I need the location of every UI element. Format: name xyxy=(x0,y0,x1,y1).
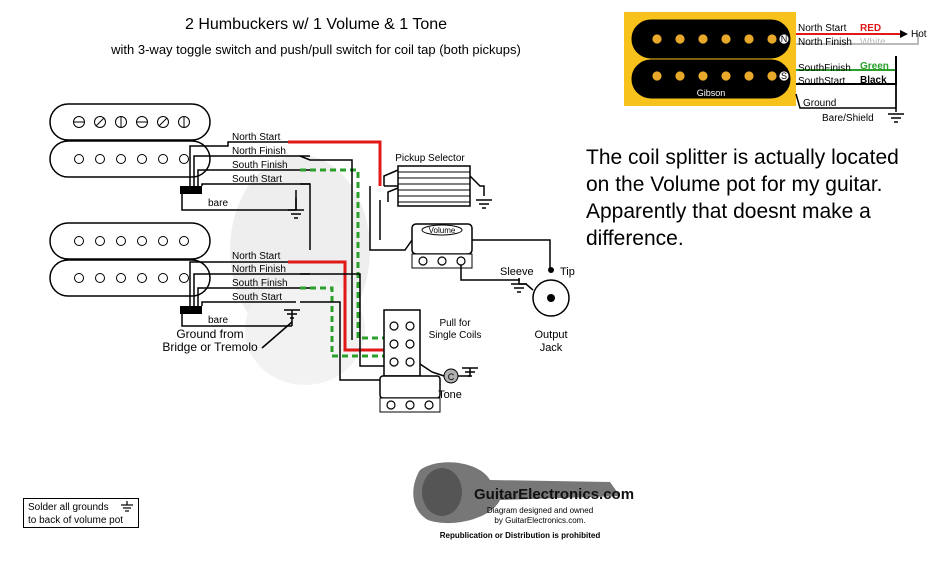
jack-label: Jack xyxy=(540,342,563,354)
legend-row-label: SouthStart xyxy=(798,76,845,87)
legend-color-name: Black xyxy=(860,75,887,86)
bridge-wire-label: South Finish xyxy=(232,278,288,289)
ground-icon xyxy=(462,367,478,377)
coil-tap-wires xyxy=(300,168,392,358)
diagram-title: 2 Humbuckers w/ 1 Volume & 1 Tone xyxy=(185,16,447,33)
ground-icon xyxy=(288,198,304,219)
bridge-wire-label: North Start xyxy=(232,251,281,262)
bridge-pickup-top-coil xyxy=(49,222,211,260)
ground-label: Ground xyxy=(803,98,836,109)
output-jack: Sleeve Tip Output Jack xyxy=(500,266,575,354)
solder-note-line-1: Solder all grounds xyxy=(28,502,109,513)
volume-pot: Volume xyxy=(411,223,551,281)
bridge-bare-label: bare xyxy=(208,315,228,326)
bridge-pickup: North Start North Finish South Finish So… xyxy=(49,222,310,354)
bridge-pickup-bottom-coil xyxy=(49,259,211,297)
pull-label: Pull for xyxy=(439,318,471,329)
hot-label: Hot xyxy=(911,29,927,40)
legend-color-name: Green xyxy=(860,61,889,72)
neck-pickup-bottom-coil xyxy=(49,140,211,178)
bridge-cable-jacket xyxy=(180,306,202,314)
hot-arrow-icon xyxy=(900,30,908,38)
coil-n-label: N xyxy=(781,34,788,44)
logo-line-2: by GuitarElectronics.com. xyxy=(494,516,585,525)
neck-wire-label: North Finish xyxy=(232,146,286,157)
neck-wire-label: South Finish xyxy=(232,160,288,171)
neck-cable-jacket xyxy=(180,186,202,194)
neck-bare-label: bare xyxy=(208,198,228,209)
legend-row-label: SouthFinish xyxy=(798,63,851,74)
volume-label: Volume xyxy=(429,226,456,235)
bare-shield-label: Bare/Shield xyxy=(822,113,874,124)
capacitor-label: C xyxy=(448,372,455,382)
push-pull-switch: Pull for Single Coils xyxy=(383,309,482,377)
logo-name: GuitarElectronics.com xyxy=(474,486,634,503)
hot-wires xyxy=(288,140,413,352)
neck-pickup: North Start North Finish South Finish So… xyxy=(49,103,310,219)
ground-icon xyxy=(284,309,300,319)
neck-wire-label: South Start xyxy=(232,174,282,185)
gibson-color-legend: N S Gibson North Start RED North Finish … xyxy=(624,12,927,124)
ground-icon xyxy=(121,501,133,512)
ground-wires xyxy=(299,155,392,381)
bridge-wire-label: South Start xyxy=(232,292,282,303)
bridge-wire-label: North Finish xyxy=(232,264,286,275)
legend-color-name: RED xyxy=(860,23,881,34)
logo-line-1: Diagram designed and owned xyxy=(487,506,593,515)
legend-color-name: White xyxy=(860,37,886,48)
ground-icon xyxy=(888,113,904,123)
tone-label: Tone xyxy=(438,389,462,401)
guitarelectronics-logo: GuitarElectronics.com Diagram designed a… xyxy=(413,462,634,540)
coil-splitter-note: The coil splitter is actually located on… xyxy=(586,146,899,250)
gibson-brand: Gibson xyxy=(697,88,726,98)
coil-s-label: S xyxy=(781,71,787,81)
tip-label: Tip xyxy=(560,266,575,278)
bridge-tremolo-label: Bridge or Tremolo xyxy=(162,340,258,354)
neck-wire-label: North Start xyxy=(232,132,281,143)
solder-note-box: Solder all grounds to back of volume pot xyxy=(23,498,139,528)
sleeve-label: Sleeve xyxy=(500,266,534,278)
selector-label: Pickup Selector xyxy=(395,153,465,164)
legend-row-label: North Start xyxy=(798,23,847,34)
tone-pot: C Tone xyxy=(379,363,478,413)
ground-icon xyxy=(476,199,492,209)
pickup-selector: Pickup Selector xyxy=(383,153,492,209)
solder-note-line-2: to back of volume pot xyxy=(28,515,124,526)
neck-pickup-top-coil xyxy=(49,103,211,141)
ground-icon xyxy=(511,278,527,293)
single-coils-label: Single Coils xyxy=(429,330,482,341)
diagram-subtitle: with 3-way toggle switch and push/pull s… xyxy=(110,42,521,57)
legend-row-label: North Finish xyxy=(798,37,852,48)
output-label: Output xyxy=(534,329,567,341)
ground-from-label: Ground from xyxy=(176,327,243,341)
logo-line-3: Republication or Distribution is prohibi… xyxy=(440,531,601,540)
